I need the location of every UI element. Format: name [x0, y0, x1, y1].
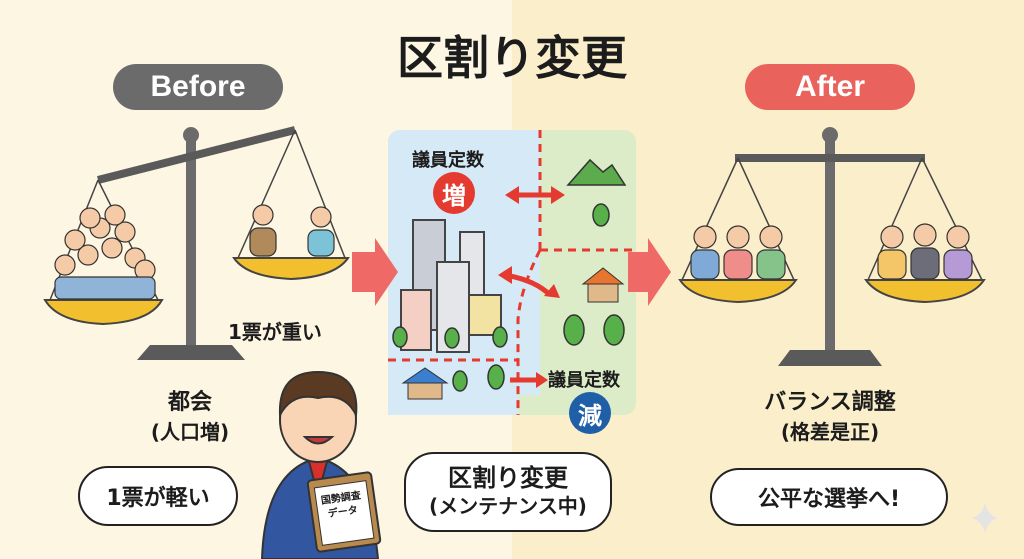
three-people-icon	[690, 225, 786, 280]
balance-caption: バランス調整	[764, 390, 896, 415]
unbalanced-scale-icon	[43, 126, 350, 360]
two-people-icon	[249, 204, 335, 257]
arrow-right-icon	[628, 238, 671, 306]
redistricting-bubble: 区割り変更 (メンテナンス中)	[404, 452, 612, 532]
tree-icons	[392, 203, 625, 392]
clipboard-text: 国勢調査 データ	[320, 489, 364, 522]
house-icon	[581, 267, 625, 303]
balance-subcaption: (格差是正)	[780, 420, 880, 444]
arrow-right-icon	[352, 238, 398, 306]
red-arrows-icon	[498, 186, 565, 388]
balanced-scale-icon	[678, 127, 986, 366]
light-vote-bubble: 1票が軽い	[78, 466, 238, 526]
sparkle-icon	[972, 503, 998, 533]
mountain-icon	[566, 158, 627, 186]
decrease-badge: 減	[569, 392, 611, 434]
house-icon	[401, 367, 449, 400]
three-people-icon	[877, 223, 973, 280]
city-buildings-icon	[400, 219, 502, 353]
light-vote-text: 1票が軽い	[106, 486, 210, 511]
city-label: 都会	[167, 390, 212, 415]
before-label: Before	[113, 64, 283, 110]
bubble-line2: (メンテナンス中)	[429, 494, 587, 518]
fair-election-bubble: 公平な選挙へ!	[710, 468, 948, 526]
map-top-label: 議員定数	[412, 150, 484, 171]
fair-election-text: 公平な選挙へ!	[757, 487, 901, 512]
bubble-line1: 区割り変更	[448, 464, 568, 492]
after-label: After	[745, 64, 915, 110]
clipboard-icon	[306, 471, 382, 553]
heavy-vote-note: 1票が重い	[228, 320, 322, 344]
city-sublabel: (人口増)	[150, 420, 230, 444]
page-title: 区割り変更	[397, 31, 627, 85]
crowd-icon	[54, 204, 156, 300]
increase-badge: 増	[433, 172, 475, 214]
map-bottom-label: 議員定数	[548, 370, 620, 391]
